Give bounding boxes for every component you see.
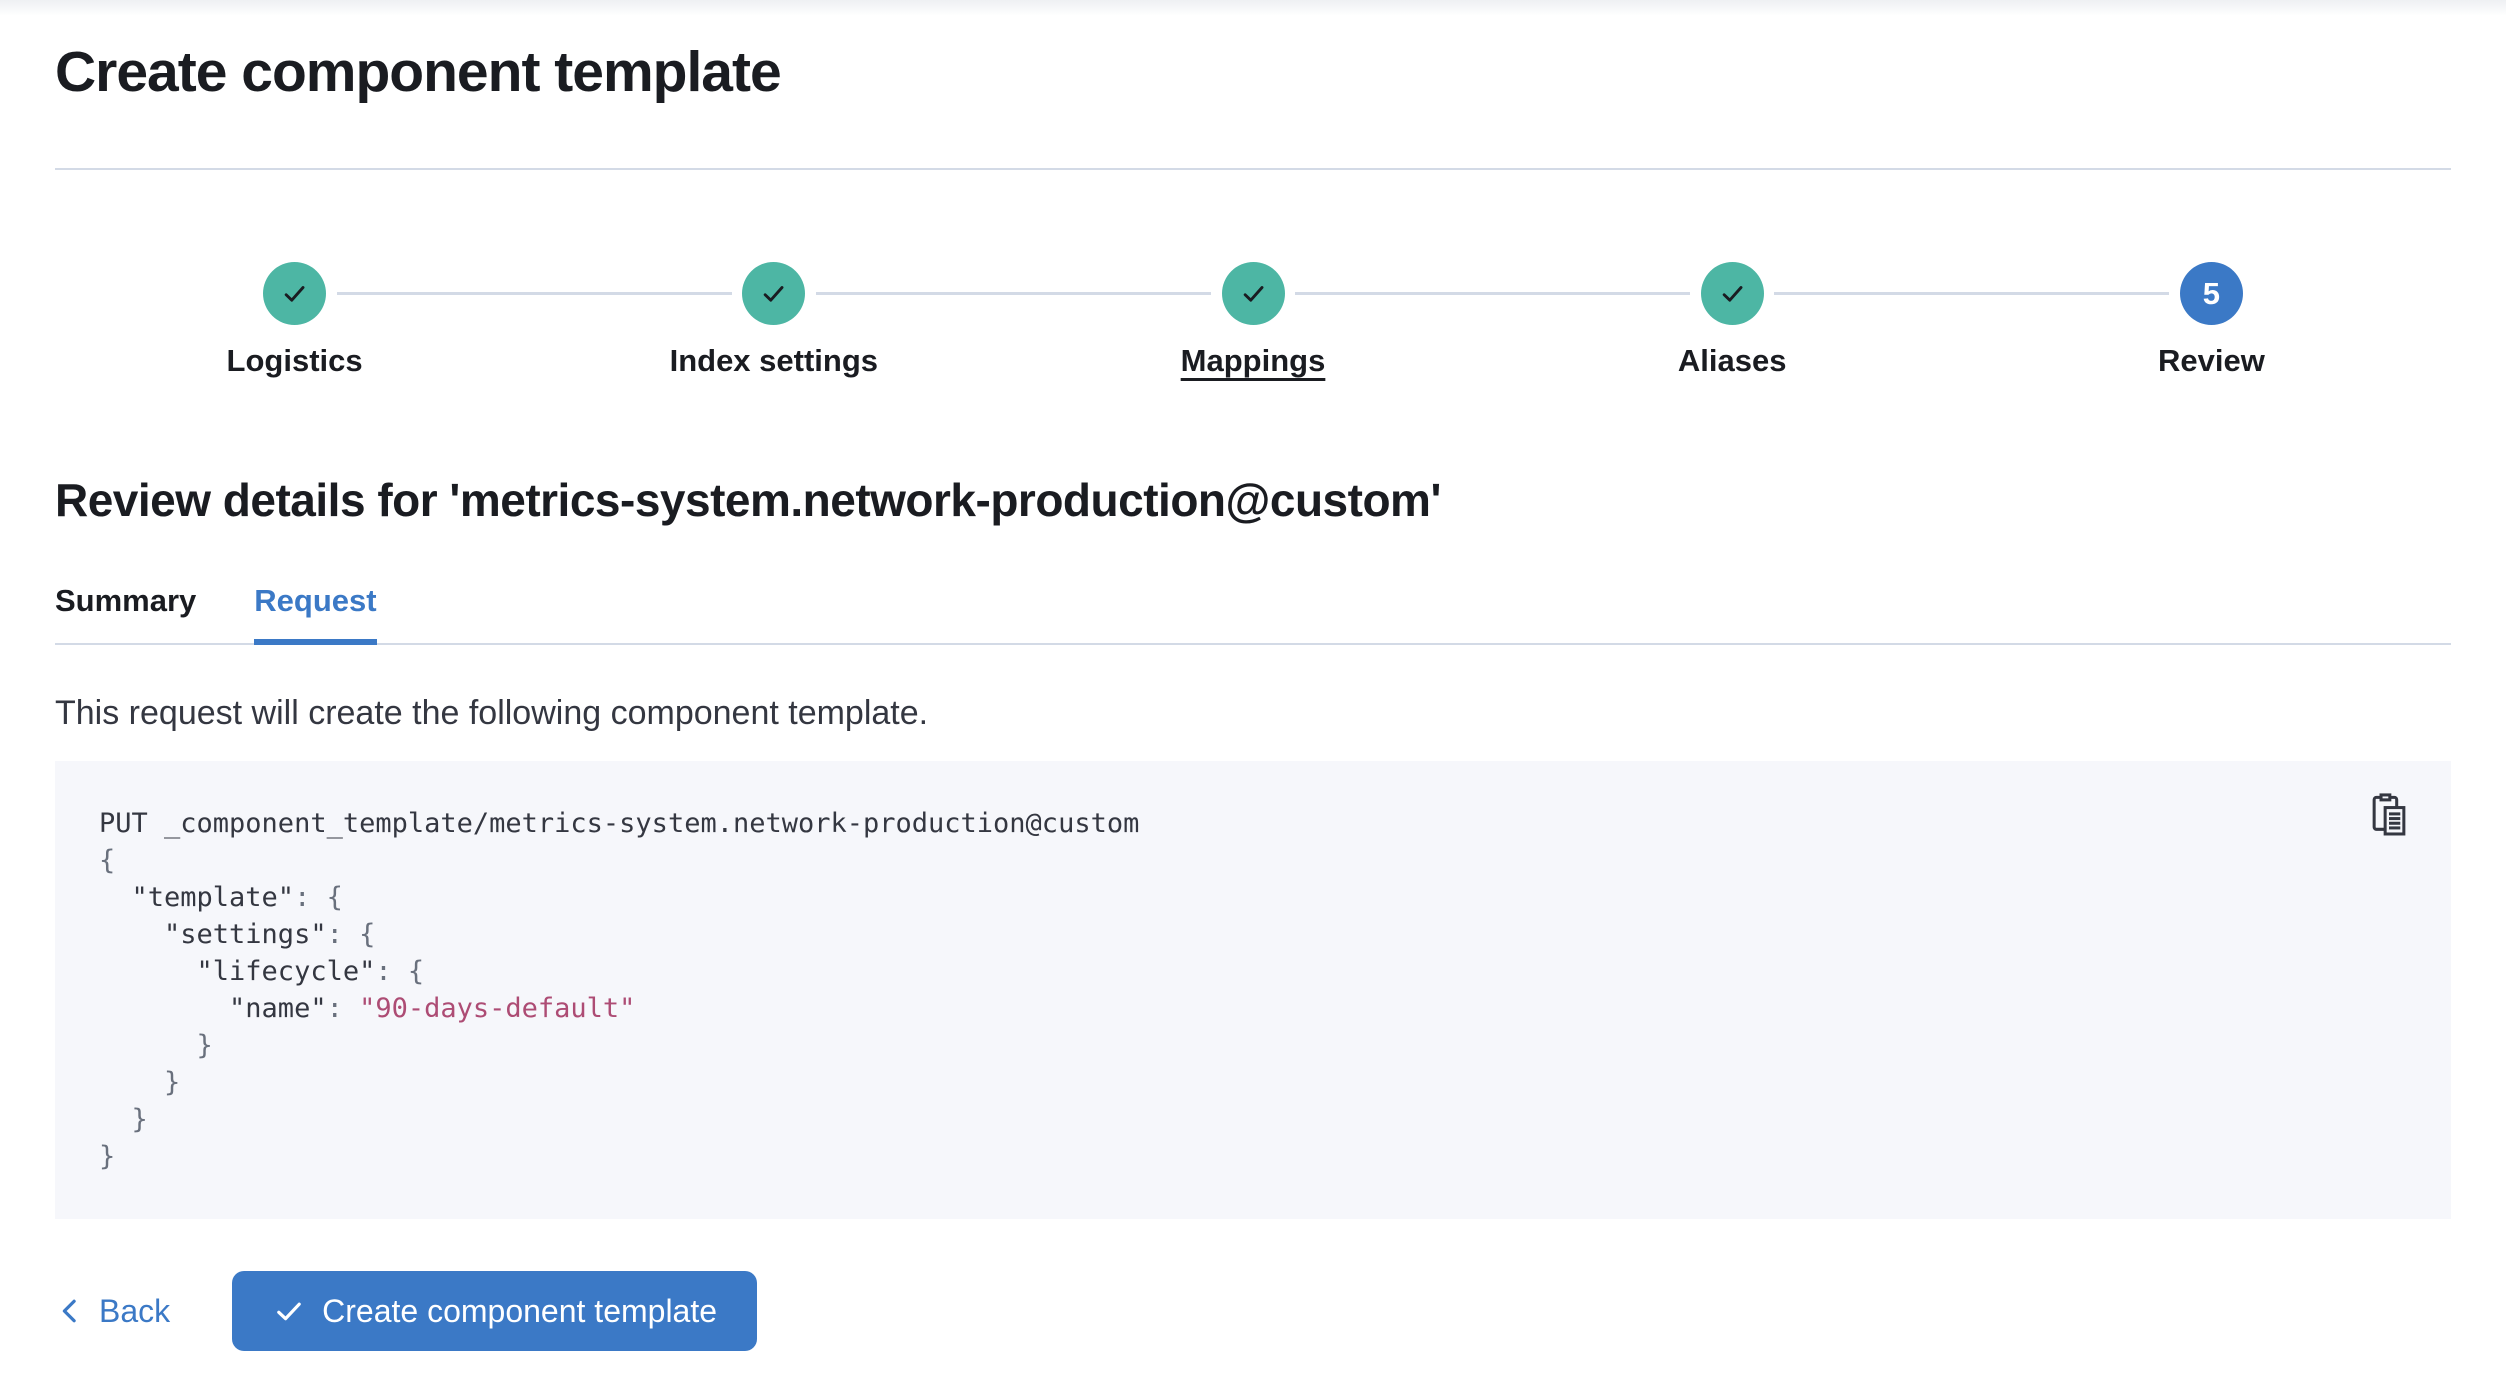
- back-button-label: Back: [99, 1292, 171, 1329]
- check-icon: [759, 279, 788, 308]
- step-mappings[interactable]: Mappings: [815, 262, 1492, 381]
- code-line: "template": {: [99, 882, 343, 914]
- step-index-settings[interactable]: Index settings: [336, 262, 1013, 381]
- step-label-logistics: Logistics: [226, 343, 363, 379]
- title-divider: [55, 168, 2451, 171]
- review-heading: Review details for 'metrics-system.netwo…: [55, 474, 1441, 527]
- chevron-left-icon: [55, 1296, 85, 1326]
- step-label-aliases: Aliases: [1677, 343, 1787, 379]
- code-line: "settings": {: [99, 919, 376, 951]
- check-icon: [280, 279, 309, 308]
- create-component-template-button[interactable]: Create component template: [232, 1271, 758, 1352]
- step-label-index-settings: Index settings: [669, 343, 879, 379]
- step-label-review: Review: [2157, 343, 2265, 379]
- tab-bar: Summary Request: [55, 583, 2451, 646]
- step-complete-badge: [742, 262, 806, 326]
- check-icon: [272, 1294, 306, 1328]
- code-line: "name": "90-days-default": [99, 993, 636, 1025]
- clipboard-icon: [2367, 793, 2411, 837]
- check-icon: [1239, 279, 1268, 308]
- code-line: }: [99, 1030, 213, 1062]
- code-line: }: [99, 1141, 116, 1173]
- code-line: }: [99, 1067, 181, 1099]
- step-number-badge: 5: [2179, 262, 2243, 326]
- code-line: PUT _component_template/metrics-system.n…: [99, 808, 1140, 840]
- step-complete-badge: [1221, 262, 1285, 326]
- step-label-mappings: Mappings: [1180, 343, 1326, 379]
- step-logistics[interactable]: Logistics: [55, 262, 534, 381]
- copy-button[interactable]: [2363, 789, 2415, 841]
- tab-summary[interactable]: Summary: [55, 583, 197, 619]
- create-button-label: Create component template: [322, 1292, 718, 1329]
- tab-request[interactable]: Request: [254, 583, 377, 646]
- back-button[interactable]: Back: [55, 1293, 170, 1330]
- request-description: This request will create the following c…: [55, 694, 929, 733]
- step-aliases[interactable]: Aliases: [1294, 262, 1972, 381]
- request-code-block: PUT _component_template/metrics-system.n…: [55, 761, 2451, 1220]
- check-icon: [1718, 279, 1747, 308]
- step-complete-badge: [1700, 262, 1764, 326]
- code-line: {: [99, 845, 116, 877]
- create-component-template-page: Create component template Logistics Index…: [55, 40, 2451, 1352]
- code-line: "lifecycle": {: [99, 956, 425, 988]
- code-line: }: [99, 1104, 148, 1136]
- wizard-footer: Back Create component template: [55, 1271, 2451, 1352]
- step-complete-badge: [263, 262, 327, 326]
- page-title: Create component template: [55, 40, 782, 104]
- code-lines: PUT _component_template/metrics-system.n…: [99, 805, 2407, 1175]
